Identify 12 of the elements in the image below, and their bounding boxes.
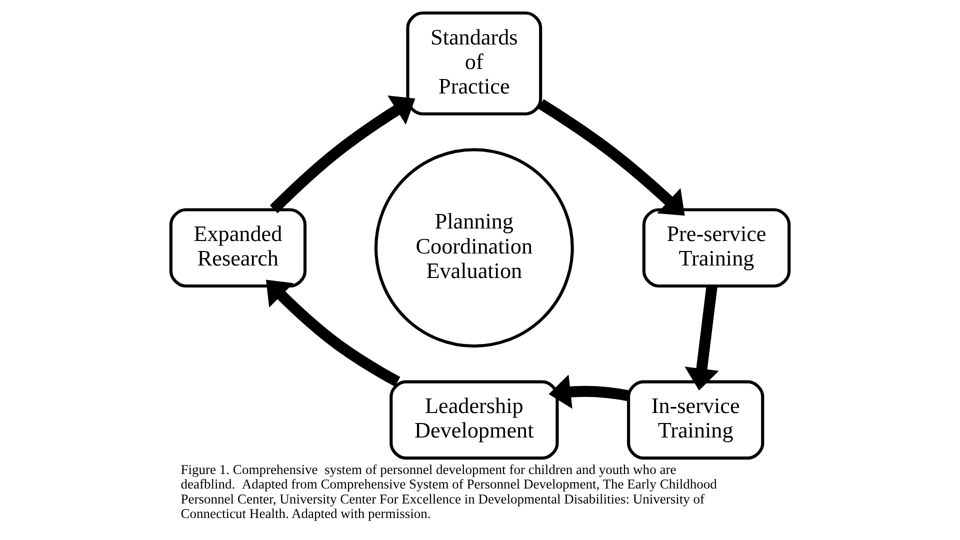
arrow xyxy=(266,280,400,387)
node-box: Expanded Research xyxy=(169,208,307,288)
node-box: Standards of Practice xyxy=(406,11,542,116)
arrow xyxy=(684,286,719,390)
node-box: Leadership Development xyxy=(390,380,559,460)
node-circle: Planning Coordination Evaluation xyxy=(374,148,574,348)
arrow xyxy=(270,95,416,214)
node-box: Pre-service Training xyxy=(642,208,791,288)
arrow xyxy=(548,374,630,409)
caption: Figure 1. Comprehensive system of personnel development for children and youth who are deafblind. Adapted from Comprehensive System of Personnel Development, The Early Childhood Personnel Center, University Center For Excellence in Developmental Disabilities: University of Connecticut Health. Adapted with permission. xyxy=(180,462,717,522)
arrow xyxy=(538,99,685,216)
node-box: In-service Training xyxy=(627,380,764,460)
